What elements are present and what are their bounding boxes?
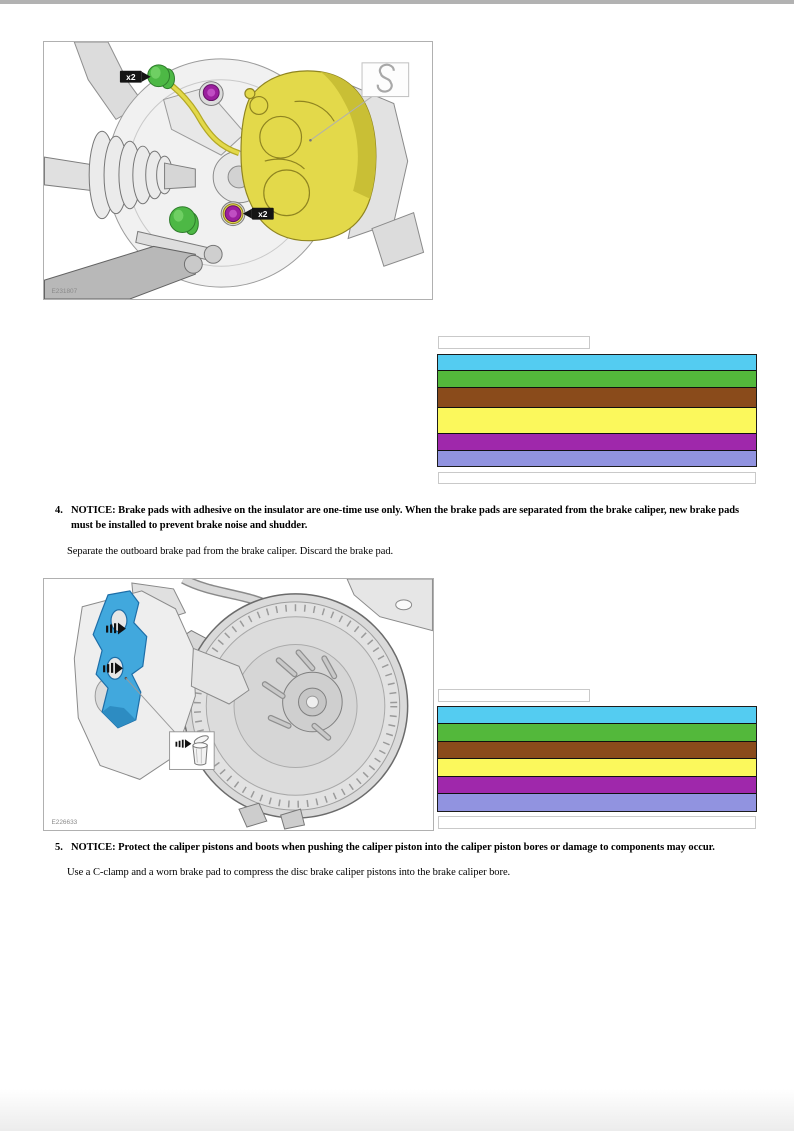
axle-shaft	[44, 156, 95, 192]
x2-callout-bottom: x2	[242, 207, 274, 220]
table-row	[438, 759, 756, 777]
s-hook-callout	[309, 62, 410, 142]
table-row	[438, 794, 756, 811]
table2-footer-box	[438, 816, 756, 829]
discard-callout	[124, 676, 215, 770]
color-table-2	[437, 706, 757, 812]
table-row	[438, 724, 756, 742]
table2-caption-box	[438, 689, 590, 702]
brake-pad-illustration: E226633	[51, 579, 433, 830]
step-notice-text: NOTICE: Protect the caliper pistons and …	[71, 842, 715, 853]
guide-pin-bolt-top	[147, 64, 175, 90]
table-row	[438, 371, 756, 388]
banjo-bolt-bottom	[224, 205, 242, 223]
guide-pin-bolt-bottom	[169, 206, 199, 235]
step-number: 5.	[55, 842, 63, 853]
color-table-1	[437, 354, 757, 467]
table1-caption-box	[438, 336, 590, 349]
table-row	[438, 777, 756, 794]
figure1-id-label: E231807	[51, 288, 77, 295]
x2-label-bottom: x2	[258, 209, 268, 219]
x2-callout-top: x2	[119, 70, 151, 83]
brake-pad-figure: E226633	[43, 578, 434, 831]
discard-arrow-icon	[106, 622, 126, 635]
table-row	[438, 707, 756, 724]
x2-label-top: x2	[126, 72, 136, 82]
wheel-studs	[261, 649, 338, 741]
discard-arrow-icon	[175, 739, 192, 749]
trash-can-icon	[192, 735, 209, 766]
table-row	[438, 742, 756, 759]
step-number: 4.	[55, 505, 63, 516]
table-row	[438, 434, 756, 451]
page-bottom-shadow	[0, 1089, 794, 1131]
brake-rotor	[182, 593, 409, 819]
step-4: 4. NOTICE: Brake pads with adhesive on t…	[55, 504, 749, 534]
table-row	[438, 451, 756, 466]
table-row	[438, 355, 756, 371]
figure2-id-label: E226633	[51, 819, 77, 826]
step-4-body: Separate the outboard brake pad from the…	[67, 546, 394, 557]
page-top-rule	[0, 0, 794, 4]
banjo-bolt-top	[202, 84, 220, 102]
discard-arrow-icon	[103, 662, 123, 675]
chassis-plate	[346, 579, 433, 632]
step-notice-text: NOTICE: Brake pads with adhesive on the …	[71, 505, 740, 531]
table1-footer-box	[438, 472, 756, 484]
table-row	[438, 388, 756, 408]
step-5: 5. NOTICE: Protect the caliper pistons a…	[55, 841, 749, 856]
table-row	[438, 408, 756, 434]
brake-caliper-figure: x2 x2 E231807	[43, 41, 433, 300]
step-5-body: Use a C-clamp and a worn brake pad to co…	[67, 867, 511, 878]
lower-control-arm	[44, 245, 196, 299]
brake-caliper-illustration: x2 x2 E231807	[44, 42, 425, 299]
s-hook-icon	[376, 63, 395, 93]
